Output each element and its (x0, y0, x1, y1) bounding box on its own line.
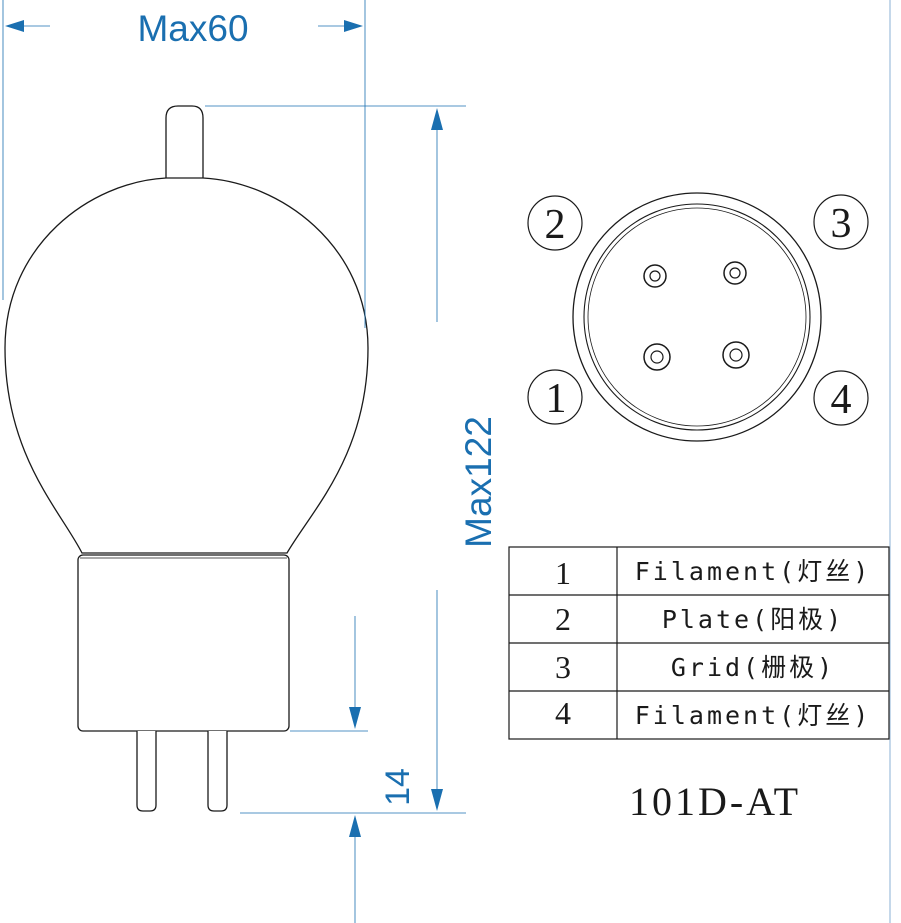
pin-callout-3-circle (813, 194, 869, 250)
table-pin-number: 1 (555, 555, 571, 591)
socket-inner-ring (583, 203, 811, 431)
table-pin-function: Filament(灯丝) (635, 557, 872, 586)
table-pin-number: 4 (555, 695, 571, 731)
pin-callout-1: 1 (546, 376, 567, 422)
exhaust-tip (165, 105, 204, 178)
pin-callout-4-circle (813, 370, 869, 426)
glass-bulb (4, 177, 369, 554)
socket-inner-ring-2 (587, 207, 807, 427)
socket-pin-3 (723, 261, 747, 285)
pin-callout-2: 2 (545, 202, 566, 248)
arrow-pin-bottom (349, 815, 361, 837)
dimension-arrows (5, 20, 443, 837)
table-row: 1 Filament(灯丝) (555, 555, 872, 591)
table-pin-function: Plate(阳极) (662, 605, 844, 634)
table-pin-number: 3 (555, 649, 571, 685)
socket-pin-4 (722, 341, 750, 369)
arrow-height-top (431, 108, 443, 130)
tube-base (77, 554, 290, 732)
width-dimension-label: Max60 (137, 8, 248, 49)
socket-pin-1 (643, 343, 671, 371)
arrow-width-right (344, 20, 363, 32)
socket-outer-ring (572, 192, 822, 442)
socket-pin-2 (643, 264, 667, 288)
arrow-height-bottom (431, 789, 443, 811)
pin-callout-4: 4 (831, 377, 852, 423)
pin-right (207, 731, 228, 812)
model-name: 101D-AT (629, 779, 801, 824)
arrow-pin-top (349, 707, 361, 729)
tube-outline (4, 105, 369, 812)
table-pin-function: Filament(灯丝) (635, 701, 872, 730)
pin-diagram: 2 3 1 4 (527, 192, 869, 442)
pin-left (136, 731, 157, 812)
pin-callout-1-circle (527, 369, 583, 425)
pin-length-label: 14 (379, 768, 417, 806)
table-pin-number: 2 (555, 601, 571, 637)
pin-callout-2-circle (527, 195, 583, 251)
table-pin-function: Grid(栅极) (671, 653, 835, 682)
table-row: 2 Plate(阳极) (555, 601, 844, 637)
pin-table: 1 Filament(灯丝) 2 Plate(阳极) 3 Grid(栅极) 4 … (508, 546, 890, 740)
height-dimension-label: Max122 (458, 416, 499, 548)
table-row: 3 Grid(栅极) (555, 649, 835, 685)
arrow-width-left (5, 20, 24, 32)
pin-callout-3: 3 (831, 201, 852, 247)
table-row: 4 Filament(灯丝) (555, 695, 872, 731)
